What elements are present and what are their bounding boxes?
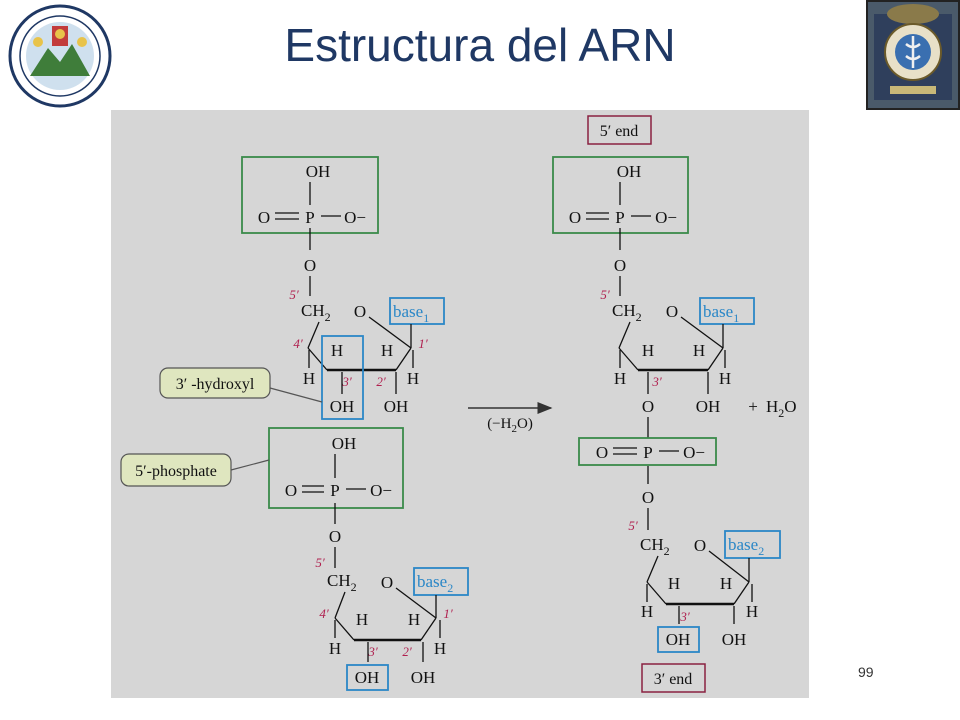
prime-3-label: 3′ (341, 374, 352, 389)
phosphate-o-minus-label: O− (655, 208, 677, 227)
ring-h-label: H (668, 574, 680, 593)
prime-2-label: 2′ (376, 374, 386, 389)
ring-oxygen-label: O (666, 302, 678, 321)
ester-oxygen-label: O (329, 527, 341, 546)
phosphodiester-box (578, 437, 717, 466)
ring-h-label: H (329, 639, 341, 658)
prime-5-label: 5′ (600, 287, 610, 302)
phosphate-o-double-left: O (596, 443, 608, 462)
phosphate-o-double-left: O (258, 208, 270, 227)
reaction-condition-label: (−H2O) (487, 416, 533, 435)
ch2-group-label: CH2 (327, 571, 357, 594)
phosphate-oh-label: OH (332, 434, 357, 453)
hydroxyl-2-label: OH (722, 630, 747, 649)
phosphodiester-oxygen-label: O (642, 397, 654, 416)
ring-h-label: H (746, 602, 758, 621)
slide-title: Estructura del ARN (284, 19, 676, 71)
phosphorus-atom-label: P (615, 208, 624, 227)
hydroxyl-3-label: OH (355, 668, 380, 687)
ester-oxygen-label: O (642, 488, 654, 507)
hydroxyl-2-label: OH (384, 397, 409, 416)
hydroxyl-3-box (657, 626, 700, 653)
base-2-label: base2 (728, 535, 764, 558)
five-end-box (587, 115, 652, 145)
prime-1-label: 1′ (418, 336, 428, 351)
prime-3-label: 3′ (679, 609, 690, 624)
ester-oxygen-label: O (614, 256, 626, 275)
ring-h-label: H (381, 341, 393, 360)
callout-3-hydroxyl-text: 3′ -hydroxyl (176, 376, 255, 393)
ester-oxygen-label: O (304, 256, 316, 275)
faculty-crest-logo (866, 0, 960, 110)
callout-5-phosphate-text: 5′-phosphate (135, 463, 217, 480)
phosphate-o-minus-label: O− (370, 481, 392, 500)
prime-5-label: 5′ (315, 555, 325, 570)
hydroxyl-3-label: OH (666, 630, 691, 649)
ring-oxygen-label: O (381, 573, 393, 592)
ring-oxygen-label: O (354, 302, 366, 321)
ring-h-label: H (642, 341, 654, 360)
base-2-label: base2 (417, 572, 453, 595)
hydroxyl-2-label: OH (411, 668, 436, 687)
base-1-label: base1 (703, 302, 739, 325)
ring-h-label: H (331, 341, 343, 360)
five-end-label: 5′ end (600, 123, 639, 140)
prime-5-label: 5′ (628, 518, 638, 533)
hydroxyl-3-box (346, 664, 389, 691)
plus-sign: + (748, 397, 758, 416)
ch2-group-label: CH2 (612, 301, 642, 324)
phosphorus-atom-label: P (330, 481, 339, 500)
ring-h-label: H (408, 610, 420, 629)
water-product-label: H2O (766, 397, 797, 420)
phosphorus-atom-label: P (643, 443, 652, 462)
phosphate-oh-label: OH (306, 162, 331, 181)
rna-condensation-diagram: OH O P O− O 5′ CH2 O base1 4′ 1′ H H H H… (111, 110, 809, 698)
base-box (699, 297, 755, 325)
university-seal-logo (8, 4, 112, 108)
phosphate-o-minus-label: O− (683, 443, 705, 462)
phosphate-oh-label: OH (617, 162, 642, 181)
ch2-group-label: CH2 (301, 301, 331, 324)
page-number: 99 (858, 664, 874, 680)
phosphate-o-double-left: O (285, 481, 297, 500)
prime-5-label: 5′ (289, 287, 299, 302)
callout-3-hydroxyl (159, 367, 271, 399)
phosphate-o-minus-label: O− (344, 208, 366, 227)
ring-h-label: H (720, 574, 732, 593)
phosphate-o-double-left: O (569, 208, 581, 227)
hydroxyl-3-box (321, 335, 364, 420)
base-box (389, 297, 445, 325)
ring-oxygen-label: O (694, 536, 706, 555)
ch2-group-label: CH2 (640, 535, 670, 558)
base-1-label: base1 (393, 302, 429, 325)
ring-h-label: H (356, 610, 368, 629)
prime-3-label: 3′ (367, 644, 378, 659)
prime-3-label: 3′ (651, 374, 662, 389)
ring-h-label: H (719, 369, 731, 388)
ring-h-label: H (303, 369, 315, 388)
base-box (413, 567, 469, 596)
phosphorus-atom-label: P (305, 208, 314, 227)
prime-1-label: 1′ (443, 606, 453, 621)
ring-h-label: H (407, 369, 419, 388)
ring-h-label: H (693, 341, 705, 360)
ring-h-label: H (641, 602, 653, 621)
ring-h-label: H (614, 369, 626, 388)
hydroxyl-2-label: OH (696, 397, 721, 416)
hydroxyl-3-label: OH (330, 397, 355, 416)
prime-4-label: 4′ (319, 606, 329, 621)
phosphate-box-bottom-left (268, 427, 404, 509)
three-end-label: 3′ end (654, 671, 693, 688)
prime-2-label: 2′ (402, 644, 412, 659)
prime-4-label: 4′ (293, 336, 303, 351)
ring-h-label: H (434, 639, 446, 658)
base-box (724, 530, 781, 559)
three-end-box (641, 663, 706, 693)
figure-panel (111, 110, 809, 698)
